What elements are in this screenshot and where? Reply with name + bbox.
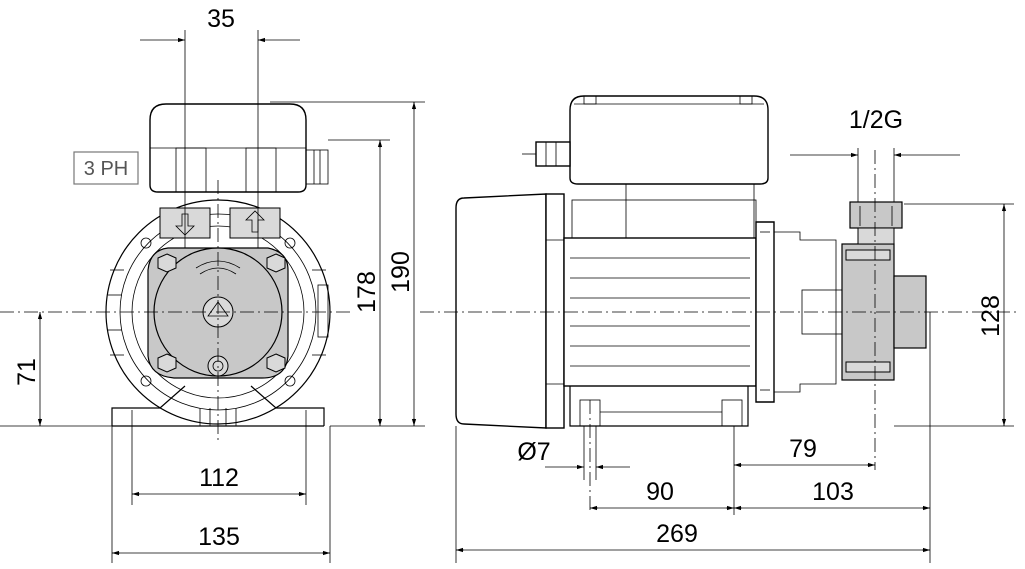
outlet-port	[229, 207, 281, 239]
front-dimensions: 35 190 178 71 112 135	[0, 5, 425, 563]
cable-gland-front	[305, 149, 329, 185]
dim-79: 79	[789, 435, 817, 463]
dim-hole: Ø7	[517, 438, 550, 466]
phase-tag-box	[73, 151, 139, 185]
dim-128: 128	[977, 295, 1005, 337]
side-dimensions: 1/2G 128 Ø7 79 90 103	[455, 106, 1014, 563]
dim-135: 135	[198, 523, 240, 551]
dim-103: 103	[812, 478, 854, 506]
side-view	[420, 95, 1020, 510]
dim-269: 269	[656, 520, 698, 548]
dim-190: 190	[387, 251, 415, 293]
dim-90: 90	[646, 478, 674, 506]
dim-half-g: 1/2G	[849, 106, 903, 134]
dim-178: 178	[353, 271, 381, 313]
dim-71: 71	[13, 358, 41, 386]
side-foot	[569, 386, 749, 427]
cable-gland-side	[535, 141, 571, 167]
phase-tag-label: 3 PH	[84, 158, 128, 180]
dim-112: 112	[199, 464, 239, 492]
side-terminal-box	[569, 95, 769, 185]
fan-cover	[455, 193, 547, 429]
front-view: 3 PH	[0, 103, 350, 440]
dim-35: 35	[207, 5, 235, 33]
outlet-connector	[849, 201, 903, 229]
